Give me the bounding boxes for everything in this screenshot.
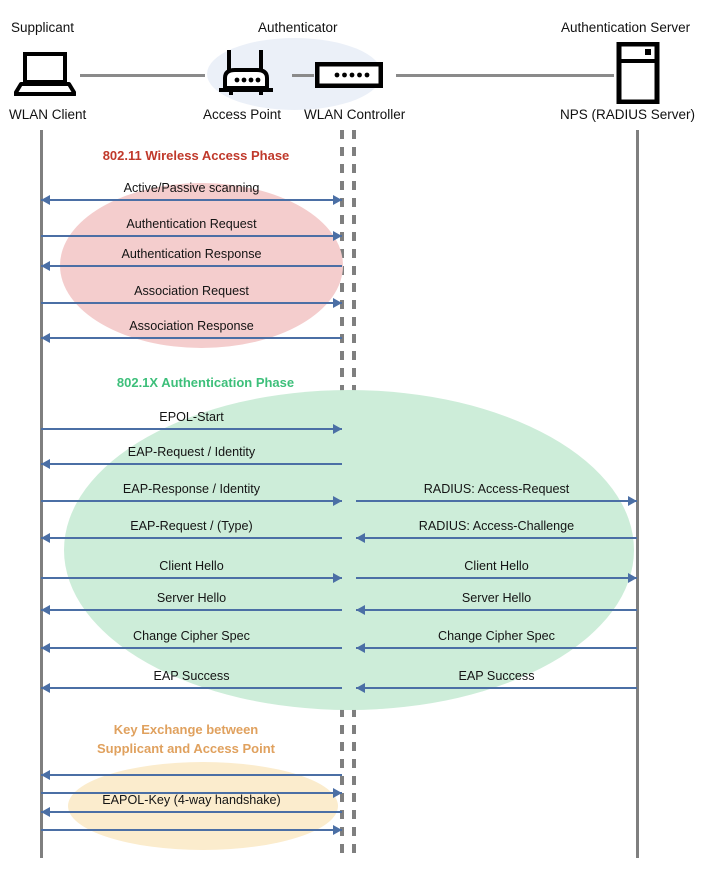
message-arrowhead-left	[41, 604, 50, 615]
message-label: Authentication Response	[121, 247, 262, 261]
message-label: Server Hello	[156, 591, 227, 605]
message-line	[356, 500, 637, 502]
message-line	[41, 647, 342, 649]
server-icon	[616, 41, 660, 105]
message-arrowhead-left	[356, 642, 365, 653]
message-arrowhead-right	[333, 194, 342, 205]
message-line	[356, 647, 637, 649]
message-arrowhead-right	[333, 572, 342, 583]
actor-device-wlan-client: WLAN Client	[9, 107, 87, 122]
lifeline-authentication-server	[636, 130, 639, 858]
message-label: RADIUS: Access-Request	[423, 482, 570, 496]
actor-role-authentication-server: Authentication Server	[561, 20, 691, 35]
message-label: Active/Passive scanning	[123, 181, 260, 195]
message-line	[41, 235, 342, 237]
actor-device-nps-radius-server: NPS (RADIUS Server)	[560, 107, 696, 122]
message-label: EAP Success	[458, 669, 535, 683]
message-line	[41, 463, 342, 465]
wlan-controller-icon	[314, 61, 384, 89]
message-label: RADIUS: Access-Challenge	[418, 519, 575, 533]
message-label: Server Hello	[461, 591, 532, 605]
message-arrowhead-right	[628, 572, 637, 583]
message-line	[356, 577, 637, 579]
message-arrowhead-right	[333, 787, 342, 798]
message-label: EAP-Request / (Type)	[130, 519, 253, 533]
message-arrowhead-right	[333, 824, 342, 835]
message-arrowhead-left	[41, 769, 50, 780]
message-label: Association Response	[129, 319, 254, 333]
phase-blob-8021x	[64, 390, 634, 710]
message-arrowhead-right	[333, 297, 342, 308]
message-arrowhead-left	[41, 260, 50, 271]
message-label: EPOL-Start	[159, 410, 224, 424]
message-arrowhead-left	[41, 194, 50, 205]
phase-blob-keyexchange	[68, 762, 338, 850]
message-label: Client Hello	[464, 559, 529, 573]
lifeline-supplicant	[40, 130, 43, 858]
message-arrowhead-left	[41, 682, 50, 693]
message-line	[41, 537, 342, 539]
message-label: Change Cipher Spec	[133, 629, 250, 643]
message-arrowhead-left	[41, 642, 50, 653]
wire-controller-to-server	[396, 74, 614, 77]
message-line	[41, 302, 342, 304]
message-line	[41, 687, 342, 689]
message-arrowhead-left	[356, 604, 365, 615]
message-label: EAP-Response / Identity	[122, 482, 261, 496]
message-line	[41, 337, 342, 339]
wire-ap-to-controller	[292, 74, 314, 77]
access-point-icon	[215, 48, 277, 98]
actor-device-access-point: Access Point	[203, 107, 282, 122]
message-line	[41, 265, 342, 267]
message-line	[41, 199, 342, 201]
message-label: Client Hello	[159, 559, 224, 573]
message-arrowhead-right	[333, 230, 342, 241]
message-label: Change Cipher Spec	[438, 629, 555, 643]
message-arrowhead-left	[41, 332, 50, 343]
message-line	[41, 774, 342, 776]
phase-title-8021x: 802.1X Authentication Phase	[116, 375, 295, 390]
message-line	[41, 609, 342, 611]
laptop-icon	[13, 52, 77, 96]
message-arrowhead-left	[41, 532, 50, 543]
wire-client-to-ap	[80, 74, 205, 77]
message-line	[41, 577, 342, 579]
phase-title-keyexchange: Key Exchange between Supplicant and Acce…	[97, 722, 275, 756]
message-line	[356, 609, 637, 611]
message-arrowhead-left	[41, 806, 50, 817]
actor-role-authenticator: Authenticator	[258, 20, 338, 35]
message-line	[41, 500, 342, 502]
message-arrowhead-right	[333, 495, 342, 506]
message-line	[41, 428, 342, 430]
message-label: Authentication Request	[126, 217, 257, 231]
message-line	[356, 537, 637, 539]
actor-device-wlan-controller: WLAN Controller	[304, 107, 406, 122]
message-arrowhead-left	[356, 682, 365, 693]
message-label: Association Request	[134, 284, 249, 298]
phase-title-80211: 802.11 Wireless Access Phase	[102, 148, 290, 163]
message-label: EAPOL-Key (4-way handshake)	[102, 793, 281, 807]
message-arrowhead-left	[356, 532, 365, 543]
actor-role-supplicant: Supplicant	[11, 20, 75, 35]
message-line	[41, 792, 342, 794]
message-label: EAP-Request / Identity	[127, 445, 256, 459]
message-arrowhead-right	[333, 423, 342, 434]
message-line	[41, 811, 342, 813]
message-line	[356, 687, 637, 689]
message-label: EAP Success	[153, 669, 230, 683]
message-arrowhead-right	[628, 495, 637, 506]
message-line	[41, 829, 342, 831]
message-arrowhead-left	[41, 458, 50, 469]
